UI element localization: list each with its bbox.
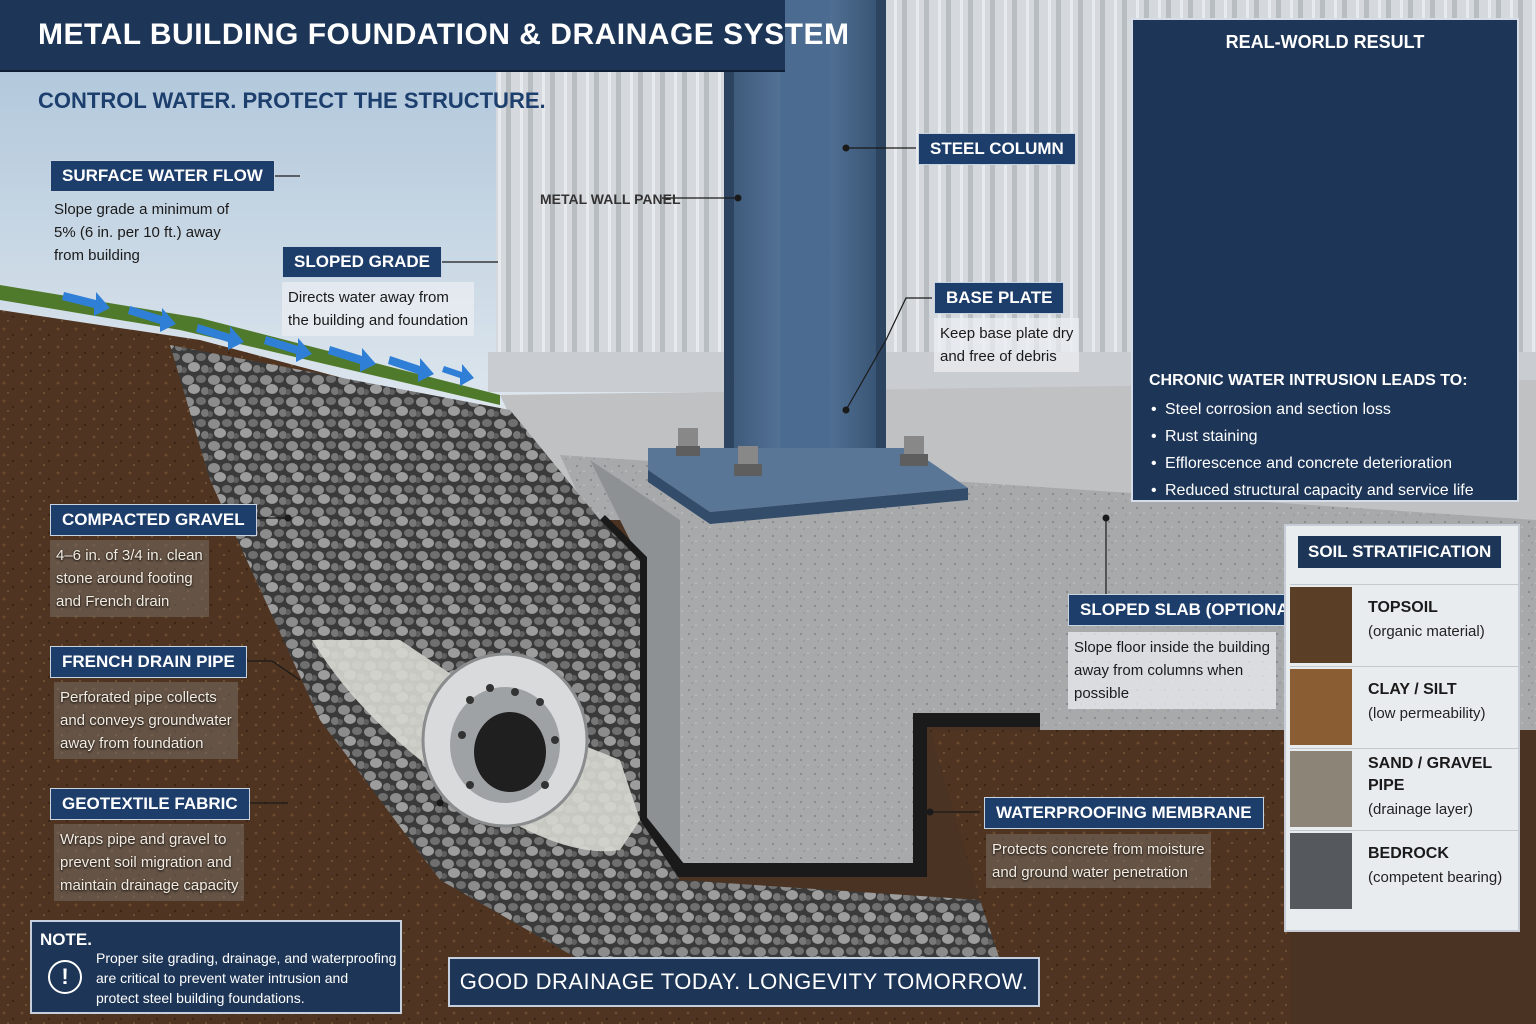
soil-layer-desc: (organic material) [1368,623,1485,640]
page-subtitle: CONTROL WATER. PROTECT THE STRUCTURE. [38,88,546,113]
note-title: NOTE. [40,930,92,949]
base-plate-desc: Keep base plate dry and free of debris [934,318,1080,372]
soil-layer-topsoil: TOPSOIL (organic material) [1290,584,1518,664]
desc-line: Slope grade a minimum of [54,201,230,218]
compacted-gravel-label: COMPACTED GRAVEL [50,504,257,536]
note-box: NOTE. ! Proper site grading, drainage, a… [30,920,402,1014]
real-world-heading: REAL-WORLD RESULT [1225,32,1425,52]
real-world-text: CHRONIC WATER INTRUSION LEADS TO: Steel … [1149,372,1509,504]
consequences-list: Steel corrosion and section loss Rust st… [1149,396,1509,504]
note-line: Proper site grading, drainage, and water… [96,950,397,966]
list-item: Steel corrosion and section loss [1149,396,1509,423]
soil-swatch [1290,751,1352,827]
soil-layer-name: BEDROCK [1368,845,1449,862]
desc-line: 4–6 in. of 3/4 in. clean [56,547,203,564]
desc-line: away from foundation [60,735,204,752]
note-line: protect steel building foundations. [96,990,305,1006]
sloped-slab-label: SLOPED SLAB (OPTIONAL) [1068,594,1317,626]
list-item: Efflorescence and concrete deterioration [1149,450,1509,477]
sloped-slab-desc: Slope floor inside the building away fro… [1068,632,1276,709]
french-drain-pipe-desc: Perforated pipe collects and conveys gro… [54,682,238,759]
soil-swatch [1290,587,1352,663]
footer-banner: GOOD DRAINAGE TODAY. LONGEVITY TOMORROW. [448,957,1040,1007]
soil-swatch [1290,833,1352,909]
soil-layer-name-line: PIPE [1368,777,1405,794]
desc-line: Protects concrete from moisture [992,841,1205,858]
soil-layer-desc: (drainage layer) [1368,801,1474,818]
soil-heading: SOIL STRATIFICATION [1298,536,1502,568]
list-item: Reduced structural capacity and service … [1149,477,1509,504]
base-plate [648,448,968,512]
soil-swatch [1290,669,1352,745]
desc-line: away from columns when [1074,662,1244,679]
desc-line: and conveys groundwater [60,712,232,729]
steel-column-label: STEEL COLUMN [918,133,1076,165]
surface-water-arrows [62,292,474,386]
soil-layer-name: CLAY / SILT [1368,681,1457,698]
soil-layer-desc: (competent bearing) [1368,869,1503,886]
desc-line: Slope floor inside the building [1074,639,1270,656]
desc-line: possible [1074,685,1130,702]
desc-line: maintain drainage capacity [60,877,239,894]
sloped-grade-label: SLOPED GRADE [282,246,443,278]
french-drain-pipe-label: FRENCH DRAIN PIPE [50,646,247,678]
steel-column [724,0,886,462]
waterproofing-membrane-label: WATERPROOFING MEMBRANE [984,797,1264,829]
leader-dots [284,144,1110,816]
geotextile-fabric-label: GEOTEXTILE FABRIC [50,788,250,820]
desc-line: 5% (6 in. per 10 ft.) away [54,224,221,241]
compacted-gravel-desc: 4–6 in. of 3/4 in. clean stone around fo… [50,540,209,617]
soil-layer-name-line: SAND / GRAVEL [1368,755,1493,772]
note-text: Proper site grading, drainage, and water… [96,948,396,1008]
anchor-bolts [676,428,928,476]
surface-water-flow-desc: Slope grade a minimum of 5% (6 in. per 1… [54,198,229,267]
sloped-grade-desc: Directs water away from the building and… [282,282,475,336]
base-plate-label: BASE PLATE [934,282,1065,314]
real-world-intro: CHRONIC WATER INTRUSION LEADS TO: [1149,372,1468,389]
exclamation-icon: ! [48,960,82,994]
desc-line: Directs water away from [288,289,449,306]
desc-line: the building and foundation [288,312,469,329]
desc-line: Wraps pipe and gravel to [60,831,227,848]
desc-line: and French drain [56,593,170,610]
desc-line: Keep base plate dry [940,325,1074,342]
soil-layer-bedrock: BEDROCK (competent bearing) [1290,830,1518,910]
surface-water-flow-label: SURFACE WATER FLOW [50,160,275,192]
desc-line: prevent soil migration and [60,854,232,871]
soil-layer-desc: (low permeability) [1368,705,1486,722]
geotextile-fabric-desc: Wraps pipe and gravel to prevent soil mi… [54,824,245,901]
page-title: METAL BUILDING FOUNDATION & DRAINAGE SYS… [38,18,850,51]
soil-stratification-panel: SOIL STRATIFICATION TOPSOIL (organic mat… [1284,524,1520,932]
list-item: Rust staining [1149,423,1509,450]
note-line: are critical to prevent water intrusion … [96,970,349,986]
soil-layer-sand-gravel: SAND / GRAVEL PIPE (drainage layer) [1290,748,1518,828]
desc-line: stone around footing [56,570,193,587]
desc-line: Perforated pipe collects [60,689,217,706]
real-world-result-panel: REAL-WORLD RESULT CHRONIC WATER INTRUSIO… [1131,18,1519,504]
desc-line: from building [54,247,140,264]
title-bar: METAL BUILDING FOUNDATION & DRAINAGE SYS… [0,0,849,72]
waterproofing-membrane-desc: Protects concrete from moisture and grou… [986,834,1211,888]
desc-line: and ground water penetration [992,864,1188,881]
metal-wall-panel-label: METAL WALL PANEL [540,191,681,207]
french-drain-pipe [421,652,589,828]
soil-layer-clay: CLAY / SILT (low permeability) [1290,666,1518,746]
soil-layer-name: SAND / GRAVEL PIPE [1368,753,1492,797]
soil-layer-name: TOPSOIL [1368,599,1438,616]
desc-line: and free of debris [940,348,1057,365]
